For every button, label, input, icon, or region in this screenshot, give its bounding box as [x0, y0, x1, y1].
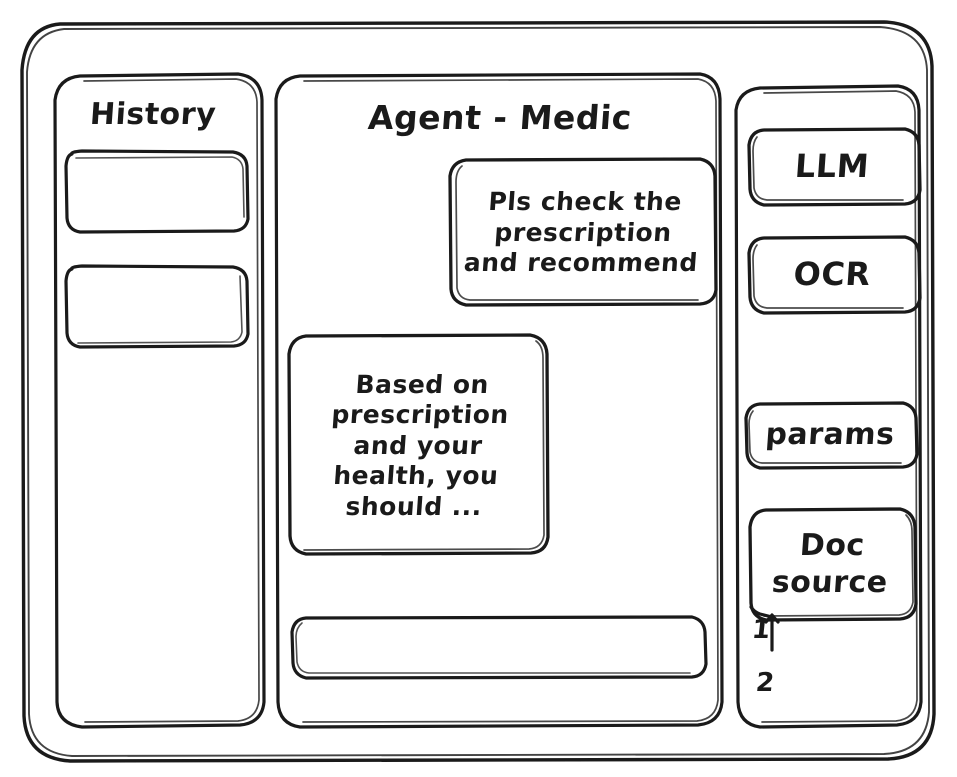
user-message-bubble: Pls check the prescription and recommend — [462, 187, 699, 278]
tool-button-params[interactable]: params — [764, 416, 896, 452]
tool-button-doc-source[interactable]: Doc source — [770, 528, 889, 600]
tool-button-ocr[interactable]: OCR — [792, 255, 872, 294]
doc-source-ref-2[interactable]: 2 — [754, 668, 776, 698]
page-title: Agent - Medic — [366, 97, 634, 137]
sidebar-history-item-1[interactable] — [55, 267, 248, 345]
message-input[interactable] — [294, 620, 704, 676]
sidebar-history-item-0[interactable] — [55, 152, 248, 230]
doc-source-ref-1[interactable]: 1 — [750, 615, 772, 645]
sidebar-title: History — [88, 96, 218, 132]
tool-button-llm[interactable]: LLM — [793, 147, 871, 186]
agent-message-bubble: Based on prescription and your health, y… — [330, 369, 510, 521]
